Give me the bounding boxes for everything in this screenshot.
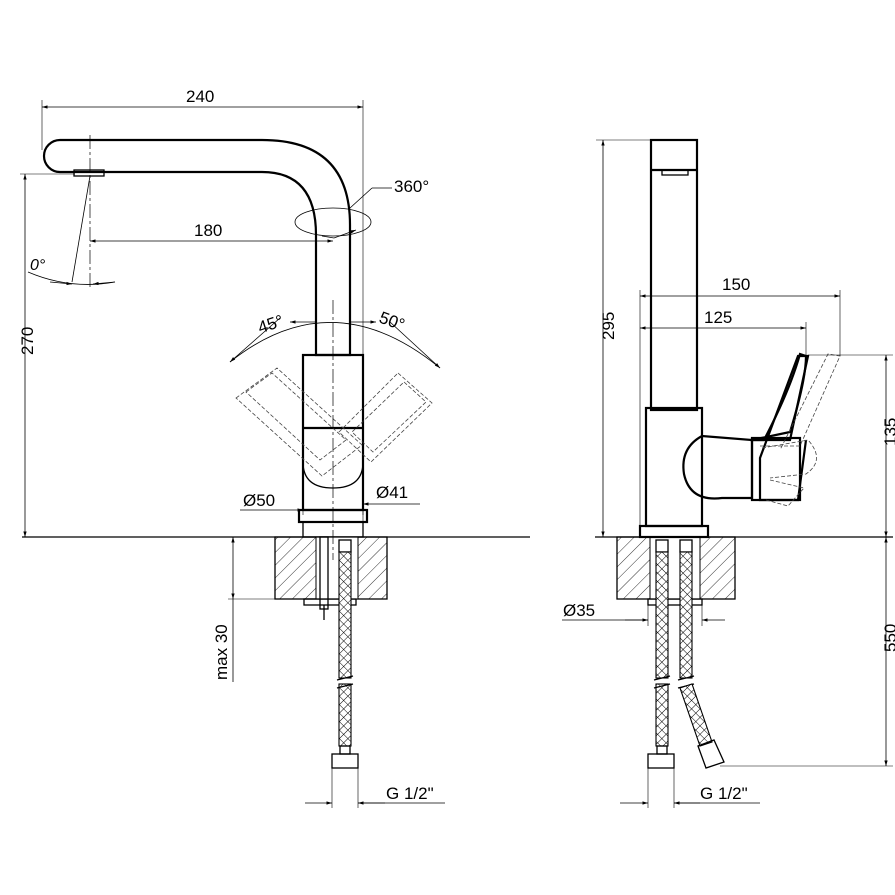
hose-right-b bbox=[677, 539, 725, 769]
side-view: 295 150 125 135 bbox=[562, 138, 895, 808]
dim-295-label: 295 bbox=[599, 312, 618, 340]
mount-nut bbox=[647, 598, 703, 606]
dim-135 bbox=[808, 354, 893, 537]
dim-diameter-41-label: Ø41 bbox=[376, 483, 408, 502]
dim-270 bbox=[20, 173, 75, 537]
dim-diameter-50-label: Ø50 bbox=[243, 491, 275, 510]
rotation-label: 360° bbox=[394, 177, 429, 196]
tilt-label: 0° bbox=[30, 257, 46, 274]
side-handle bbox=[750, 352, 810, 502]
dim-max-30 bbox=[228, 537, 300, 682]
mounting-stud bbox=[303, 536, 357, 620]
lever-left-angle-label: 45° bbox=[255, 311, 285, 337]
lever-ghost-right bbox=[338, 372, 433, 463]
dim-550 bbox=[720, 537, 893, 767]
hose-right-a bbox=[647, 539, 675, 769]
rotation-indicator bbox=[294, 187, 392, 239]
hose-left bbox=[331, 539, 359, 769]
dim-270-label: 270 bbox=[18, 327, 37, 355]
side-spout bbox=[649, 138, 699, 412]
dim-125 bbox=[640, 322, 807, 356]
dim-diameters bbox=[240, 498, 420, 515]
dim-connection-right bbox=[620, 768, 760, 808]
dim-connection-left-label: G 1/2" bbox=[386, 784, 434, 803]
dim-550-label: 550 bbox=[881, 624, 895, 652]
front-view: 360° 0° 45° 50° 240 180 bbox=[18, 87, 530, 808]
side-body bbox=[638, 406, 754, 539]
dim-240-label: 240 bbox=[186, 87, 214, 106]
dim-max-30-label: max 30 bbox=[212, 624, 231, 680]
dim-diameter-35-label: Ø35 bbox=[563, 601, 595, 620]
dim-135-label: 135 bbox=[881, 418, 895, 446]
dim-connection-right-label: G 1/2" bbox=[700, 784, 748, 803]
counter-section-side bbox=[616, 536, 736, 600]
dim-connection-left bbox=[305, 768, 445, 808]
spout bbox=[42, 138, 352, 357]
lever-ghost-left bbox=[235, 367, 363, 477]
lever-right-angle-label: 50° bbox=[377, 308, 408, 335]
tilt-indicator bbox=[27, 175, 116, 286]
dim-diameter-35 bbox=[562, 605, 725, 626]
dim-295 bbox=[596, 139, 655, 537]
dim-180-label: 180 bbox=[194, 221, 222, 240]
dim-125-label: 125 bbox=[704, 308, 732, 327]
counter-section bbox=[274, 536, 388, 600]
dim-240 bbox=[41, 100, 364, 537]
dim-150-label: 150 bbox=[722, 275, 750, 294]
